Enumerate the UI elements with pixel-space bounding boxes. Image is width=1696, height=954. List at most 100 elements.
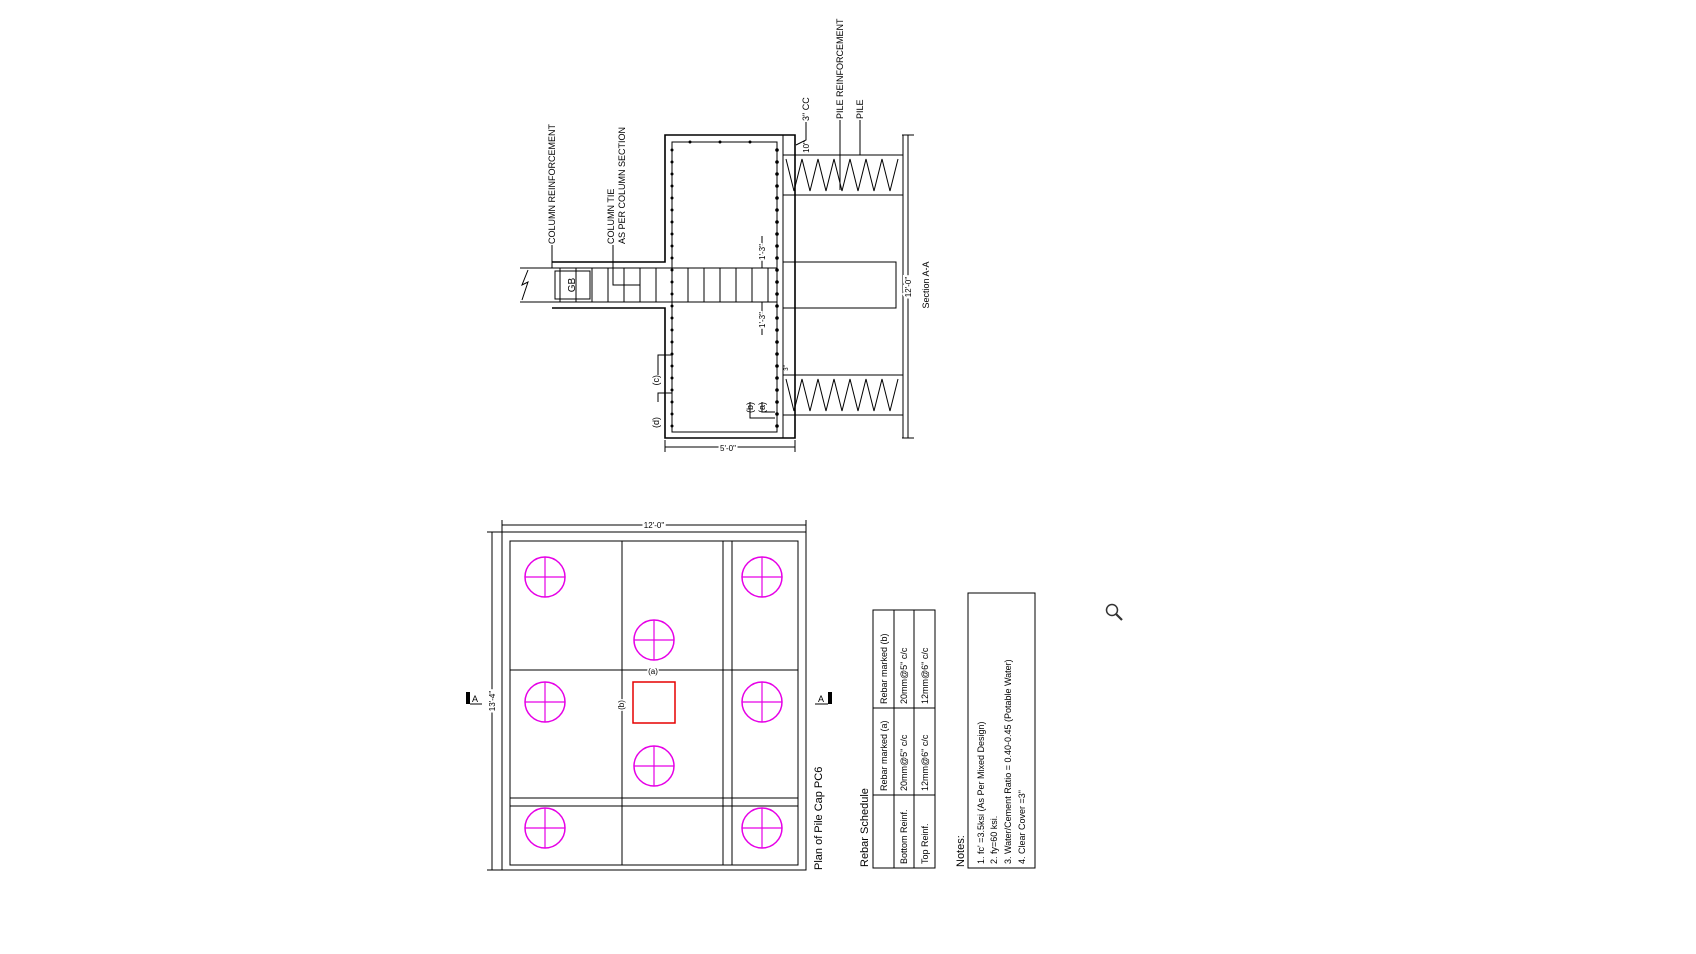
- pile-symbol: [524, 681, 566, 723]
- rebar-dot: [775, 208, 779, 212]
- plan-piles: [524, 556, 783, 849]
- rebar-dot: [670, 316, 674, 320]
- pile-center: [782, 261, 897, 309]
- rebar-dot: [775, 316, 779, 320]
- pile-symbol: [633, 619, 675, 661]
- rebar-dot: [670, 328, 674, 332]
- rebar-dot: [670, 376, 674, 380]
- rebar-dot: [670, 256, 674, 260]
- plan-inner-outline: [509, 540, 799, 866]
- pile-symbol: [741, 807, 783, 849]
- rebar-dot: [670, 184, 674, 188]
- rebar-dot: [670, 292, 674, 296]
- plan-mark-a: (a): [648, 667, 658, 676]
- note-2: 2. fy=60 ksi.: [989, 816, 999, 864]
- rebar-dot: [670, 364, 674, 368]
- rebar-schedule-title: Rebar Schedule: [859, 788, 871, 867]
- mark-a-section: (a): [757, 402, 767, 413]
- note-1: 1. fc' =3.5ksi (As Per Mixed Design): [976, 721, 986, 864]
- column: GB: [520, 267, 777, 303]
- rebar-dot: [670, 244, 674, 248]
- rebar-dot: [670, 148, 674, 152]
- label-column-tie: COLUMN TIE: [606, 189, 616, 244]
- pile-symbol: [741, 556, 783, 598]
- header-rebar-a: Rebar marked (a): [879, 720, 889, 791]
- rebar-dot: [670, 172, 674, 176]
- plan-pile-cap: (a) (b) 12'-0" 13'-4" A A Plan of Pile C…: [466, 519, 832, 871]
- label-3-cc: 3" CC: [801, 97, 811, 121]
- rebar-dot: [670, 412, 674, 416]
- dim-upper-offset: 1'-3": [758, 244, 767, 260]
- cell-top-a: 12mm@6" c/c: [920, 734, 930, 791]
- rebar-dot: [775, 328, 779, 332]
- pile-symbol: [524, 556, 566, 598]
- rebar-dot: [775, 244, 779, 248]
- rebar-dot: [775, 232, 779, 236]
- rebar-dot: [688, 140, 692, 144]
- rebar-dots: [670, 140, 779, 428]
- rebar-dot: [775, 364, 779, 368]
- section-title: Section A-A: [921, 261, 931, 308]
- dim-small: 3": [784, 365, 790, 370]
- rebar-dot: [775, 424, 779, 428]
- rebar-dot: [775, 304, 779, 308]
- plan-title: Plan of Pile Cap PC6: [813, 767, 825, 870]
- mark-d: (d): [651, 417, 661, 428]
- rebar-schedule: Rebar Schedule Rebar marked (a) Rebar ma…: [859, 609, 936, 869]
- note-4: 4. Clear Cover =3": [1017, 790, 1027, 864]
- note-3: 3. Water/Cement Ratio = 0.40-0.45 (Potab…: [1003, 659, 1013, 864]
- label-column-tie-note: AS PER COLUMN SECTION: [617, 127, 627, 244]
- pile-symbol: [524, 807, 566, 849]
- rebar-dot: [775, 340, 779, 344]
- rebar-dot: [670, 220, 674, 224]
- section-marker-right: A: [818, 694, 824, 704]
- label-column-reinforcement: COLUMN REINFORCEMENT: [547, 123, 557, 244]
- pile-cap-outline: [552, 134, 796, 439]
- plan-column: [632, 681, 676, 724]
- rebar-dot: [670, 340, 674, 344]
- section-marker-left: A: [472, 694, 478, 704]
- plan-outline: [501, 531, 807, 871]
- rebar-dot: [718, 140, 722, 144]
- rebar-dot: [775, 256, 779, 260]
- dim-cover: 10": [802, 141, 811, 153]
- magnifier-icon[interactable]: [1104, 602, 1124, 622]
- rebar-dot: [670, 424, 674, 428]
- section-a-a: GB 5'-0" 12'-0" Section A-A 1'-3" 1'-3" …: [520, 18, 931, 455]
- rebar-dot: [748, 140, 752, 144]
- plan-dim-height: 13'-4": [488, 691, 497, 712]
- mark-b-section: (b): [745, 402, 755, 413]
- rebar-dot: [775, 184, 779, 188]
- pile-bottom: [782, 374, 904, 416]
- dim-lower-offset: 1'-3": [758, 312, 767, 328]
- rebar-dot: [775, 412, 779, 416]
- pile-symbol: [633, 745, 675, 787]
- label-pile-reinforcement: PILE REINFORCEMENT: [835, 18, 845, 119]
- pile-symbol: [741, 681, 783, 723]
- rebar-dot: [670, 232, 674, 236]
- rebar-dot: [670, 400, 674, 404]
- rebar-dot: [775, 196, 779, 200]
- header-rebar-b: Rebar marked (b): [879, 633, 889, 704]
- plan-mark-b: (b): [617, 700, 626, 710]
- row-label-top: Top Reinf.: [920, 823, 930, 864]
- cell-bottom-a: 20mm@5" c/c: [899, 734, 909, 791]
- gb-box: [554, 270, 591, 300]
- rebar-dot: [670, 160, 674, 164]
- cell-top-b: 12mm@6" c/c: [920, 647, 930, 704]
- dim-width-label: 5'-0": [720, 444, 736, 453]
- rebar-dot: [775, 388, 779, 392]
- row-label-bottom: Bottom Reinf.: [899, 809, 909, 864]
- rebar-dot: [775, 400, 779, 404]
- rebar-dot: [670, 268, 674, 272]
- rebar-dot: [775, 352, 779, 356]
- notes-title: Notes:: [955, 835, 967, 867]
- label-pile: PILE: [855, 99, 865, 119]
- plan-dim-width: 12'-0": [644, 521, 665, 530]
- dim-height-label: 12'-0": [904, 277, 913, 298]
- rebar-dot: [670, 280, 674, 284]
- rebar-dot: [775, 172, 779, 176]
- rebar-dot: [775, 268, 779, 272]
- mark-c: (c): [651, 375, 661, 386]
